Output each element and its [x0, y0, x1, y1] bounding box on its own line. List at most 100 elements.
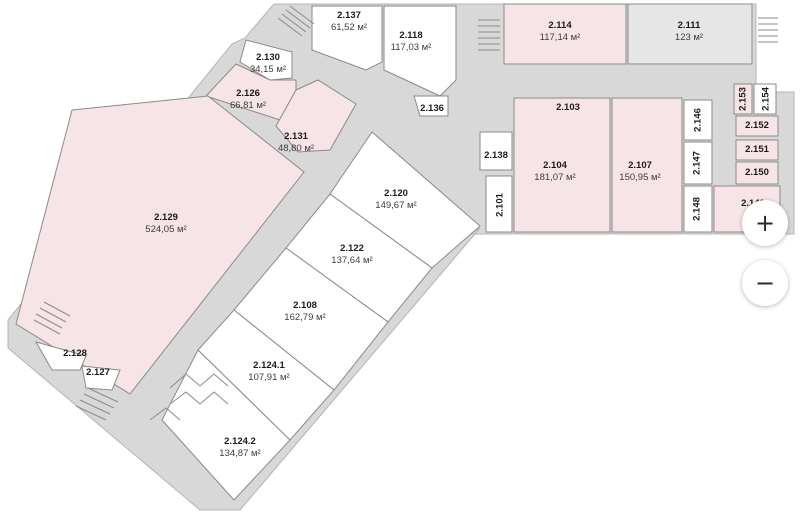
room-2.127[interactable] [81, 365, 121, 391]
room-2.128[interactable] [34, 341, 87, 371]
room-id: 2.153 [738, 87, 749, 111]
room-label-2.147: 2.147 [692, 151, 703, 175]
room-id: 2.118 [399, 30, 422, 41]
room-area: 117,03 м² [391, 42, 432, 53]
room-id: 2.129 [154, 212, 178, 223]
room-area: 149,67 м² [375, 200, 416, 211]
room-2.101[interactable] [485, 175, 513, 233]
room-2.118[interactable] [383, 5, 457, 97]
room-area: 61,52 м² [331, 22, 367, 33]
room-id: 2.152 [745, 120, 769, 131]
room-area: 524,05 м² [145, 224, 186, 235]
room-id: 2.154 [761, 86, 772, 110]
room-id: 2.120 [384, 188, 408, 199]
room-id: 2.131 [284, 131, 308, 142]
room-id: 2.136 [420, 103, 444, 114]
rooms-layer [15, 3, 781, 501]
room-area: 48,80 м² [278, 143, 314, 154]
room-id: 2.122 [340, 243, 364, 254]
room-id: 2.130 [256, 52, 280, 63]
room-id: 2.126 [236, 88, 260, 99]
stairs-bottom [75, 387, 119, 421]
stairs-right [758, 17, 778, 43]
zoom-out-button[interactable]: − [742, 260, 788, 306]
room-id: 2.101 [495, 192, 506, 216]
plus-icon: + [754, 209, 776, 237]
room-label-2.148: 2.148 [692, 197, 703, 221]
room-label-2.152: 2.152 [745, 120, 769, 131]
room-area: 181,07 м² [534, 172, 575, 183]
room-2.147[interactable] [683, 141, 713, 185]
room-2.130[interactable] [239, 39, 293, 81]
room-2.148[interactable] [683, 185, 713, 233]
room-id: 2.107 [628, 160, 652, 171]
room-area: 162,79 м² [284, 312, 325, 323]
stairs-left [33, 301, 71, 335]
stairs-top [277, 5, 315, 37]
room-area: 150,95 м² [619, 172, 660, 183]
room-id: 2.138 [484, 150, 508, 161]
room-id: 2.151 [745, 144, 769, 155]
room-id: 2.124.2 [224, 436, 256, 447]
room-2.111[interactable] [627, 3, 753, 65]
room-2.124.2[interactable] [161, 349, 291, 501]
room-2.153[interactable] [733, 83, 753, 115]
room-label-2.153: 2.153 [738, 87, 749, 111]
room-id: 2.137 [337, 10, 361, 21]
plan-details [33, 5, 778, 421]
room-2.136[interactable] [413, 95, 449, 117]
room-id: 2.148 [692, 197, 703, 221]
room-area: 107,91 м² [248, 372, 289, 383]
room-id: 2.104 [543, 160, 567, 171]
room-2.152[interactable] [735, 115, 779, 137]
room-label-2.128: 2.128 [63, 348, 87, 359]
room-2.154[interactable] [753, 83, 777, 115]
room-id: 2.146 [693, 108, 704, 132]
stairs-center [478, 19, 500, 51]
room-2.146[interactable] [683, 99, 713, 141]
room-label-2.138: 2.138 [484, 150, 508, 161]
room-label-2.127: 2.127 [86, 367, 110, 378]
room-2.138[interactable] [479, 131, 513, 171]
room-2.131[interactable] [275, 79, 357, 153]
room-id: 2.108 [293, 300, 317, 311]
zoom-in-button[interactable]: + [742, 200, 788, 246]
room-label-2.150: 2.150 [745, 167, 769, 178]
room-label-2.151: 2.151 [745, 144, 769, 155]
room-2.137[interactable] [311, 5, 383, 71]
room-area: 34,15 м² [250, 64, 286, 75]
room-area: 137,64 м² [331, 255, 372, 266]
room-id: 2.147 [692, 151, 703, 175]
minus-icon: − [754, 269, 776, 297]
room-id: 2.128 [63, 348, 87, 359]
room-area: 66,81 м² [230, 100, 266, 111]
room-label-2.154: 2.154 [761, 86, 772, 110]
room-id: 2.114 [548, 20, 572, 31]
room-2.104[interactable] [513, 97, 611, 233]
room-2.150[interactable] [735, 161, 779, 185]
room-label-2.101: 2.101 [495, 192, 506, 216]
room-2.129[interactable] [15, 95, 305, 395]
room-id: 2.150 [745, 167, 769, 178]
room-2.151[interactable] [735, 139, 779, 161]
room-id: 2.127 [86, 367, 110, 378]
room-2.114[interactable] [503, 3, 627, 65]
room-2.107[interactable] [611, 97, 683, 233]
room-id: 2.103 [556, 102, 580, 113]
room-area: 123 м² [675, 32, 703, 43]
room-id: 2.124.1 [253, 360, 285, 371]
room-id: 2.111 [678, 20, 701, 31]
